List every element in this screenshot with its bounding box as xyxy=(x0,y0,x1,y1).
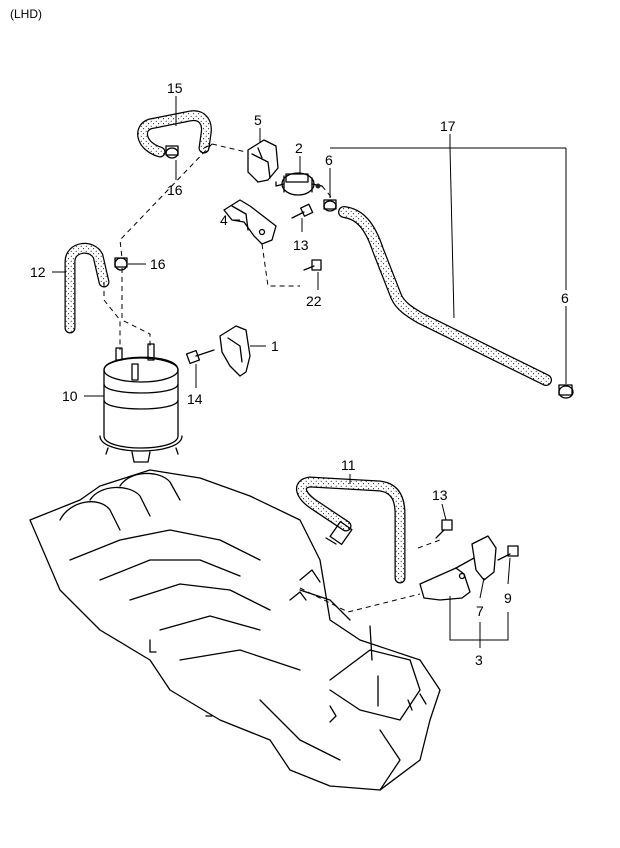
bracket-5 xyxy=(247,139,279,183)
callout-6-lower: 6 xyxy=(561,290,569,306)
clamp-6-upper xyxy=(323,199,337,212)
callout-14: 14 xyxy=(187,391,203,407)
leader-3 xyxy=(449,596,509,648)
callout-3: 3 xyxy=(475,652,483,668)
route-line-1 xyxy=(203,143,247,153)
callout-6-upper: 6 xyxy=(325,152,333,168)
hose-11-connector xyxy=(325,520,353,546)
diagram-variant-label: (LHD) xyxy=(10,7,42,21)
clamp-16-mid xyxy=(114,257,128,271)
bracket-7 xyxy=(419,535,497,601)
callout-5: 5 xyxy=(254,112,262,128)
route-line-8 xyxy=(417,539,441,549)
callout-12: 12 xyxy=(30,264,46,280)
bolt-13-lower xyxy=(435,519,453,539)
bolt-9 xyxy=(497,545,519,561)
callout-7: 7 xyxy=(476,603,484,619)
clamp-6-lower xyxy=(558,384,574,399)
callout-13-upper: 13 xyxy=(293,237,309,253)
bracket-1 xyxy=(219,325,251,377)
bolt-14 xyxy=(185,349,215,365)
leader-7 xyxy=(479,577,485,599)
callout-9: 9 xyxy=(504,590,512,606)
callout-10: 10 xyxy=(62,388,78,404)
bracket-4 xyxy=(223,199,277,245)
canister-10 xyxy=(99,343,183,463)
route-line-7 xyxy=(299,587,421,613)
bolt-22 xyxy=(303,259,322,271)
route-line-5 xyxy=(261,243,300,287)
hose-11 xyxy=(296,476,406,584)
callout-2: 2 xyxy=(295,140,303,156)
hose-15 xyxy=(137,110,212,158)
callout-1: 1 xyxy=(271,338,279,354)
route-line-4 xyxy=(121,268,151,350)
callout-11: 11 xyxy=(341,457,356,473)
hose-17 xyxy=(338,206,552,386)
callout-13-lower: 13 xyxy=(432,487,448,503)
callout-15: 15 xyxy=(167,80,183,96)
leader-13b xyxy=(441,503,447,521)
leader-9 xyxy=(507,557,511,585)
clamp-16-top xyxy=(165,145,179,159)
purge-valve-2 xyxy=(275,172,323,196)
bolt-13-top xyxy=(291,203,314,219)
route-line-3 xyxy=(103,282,121,350)
callout-17: 17 xyxy=(440,118,456,134)
intake-manifold xyxy=(29,469,441,791)
callout-22: 22 xyxy=(306,293,322,309)
callout-16-middle: 16 xyxy=(150,256,166,272)
hose-12 xyxy=(64,242,110,334)
callout-16-upper: 16 xyxy=(167,182,183,198)
leader-17 xyxy=(330,134,567,384)
callout-4: 4 xyxy=(220,212,228,228)
route-line-2 xyxy=(119,143,213,259)
